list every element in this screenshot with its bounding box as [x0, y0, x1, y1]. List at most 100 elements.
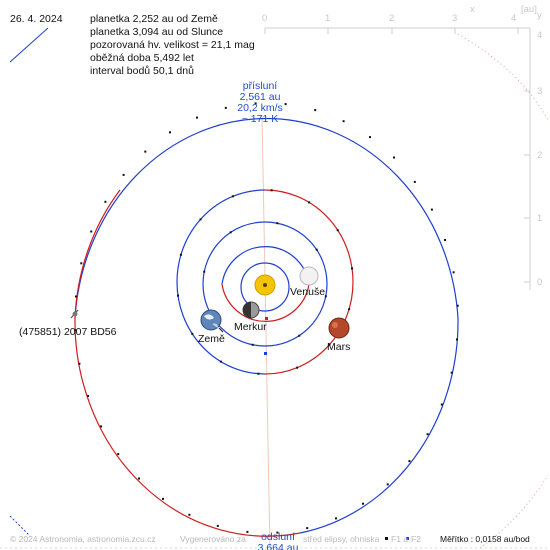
orbit-point — [188, 513, 191, 516]
aphelion-distance: 3,664 au — [257, 542, 299, 550]
earth-orbit — [202, 221, 328, 347]
orbit-point — [196, 116, 198, 119]
orbit-point — [219, 360, 222, 363]
orbit-point — [138, 477, 140, 480]
orbit-point — [335, 517, 337, 520]
info-distance-earth: planetka 2,252 au od Země — [90, 13, 218, 25]
orbit-point — [270, 189, 273, 192]
scale-unit-label: [au] — [521, 4, 537, 15]
orbit-point — [426, 433, 429, 436]
footer-ellipse-center: střed elipsy, ohniska — [303, 534, 380, 544]
orbit-point — [191, 332, 194, 335]
orbit-point — [117, 453, 120, 456]
earth-label: Země — [198, 333, 225, 345]
scale-y-tick-1: 1 — [537, 213, 543, 224]
orbit-point — [276, 531, 279, 534]
scale-y-label: y — [537, 10, 542, 21]
footer-scale: Měřítko : 0,0158 au/bod — [440, 534, 530, 544]
info-period: oběžná doba 5,492 let — [90, 52, 194, 64]
mars-label: Mars — [327, 341, 351, 353]
mercury-label: Merkur — [234, 321, 267, 333]
info-magnitude: pozorovaná hv. velikost = 21,1 mag — [90, 39, 255, 51]
scale-tick-3: 3 — [452, 13, 458, 24]
orbit-point — [144, 150, 147, 153]
footer-f2: F2 — [411, 534, 421, 544]
orbit-point — [75, 295, 77, 298]
orbit-point — [456, 304, 459, 307]
venus-orbit — [221, 246, 310, 322]
mercury-orbit — [240, 262, 290, 312]
orbit-point — [408, 460, 411, 463]
orbit-point — [452, 271, 455, 274]
orbit-point — [450, 371, 453, 374]
orbit-point — [430, 208, 433, 211]
legend-focus-square — [406, 537, 409, 540]
orbit-point — [362, 502, 364, 505]
orbit-point — [276, 222, 279, 225]
orbit-point — [177, 294, 179, 297]
orbit-point — [393, 156, 395, 159]
asteroid-position-icon — [70, 309, 79, 319]
scale-tick-1: 1 — [325, 13, 331, 24]
orbit-point — [386, 483, 389, 486]
venus-icon — [299, 266, 319, 286]
orbit-point — [328, 343, 331, 346]
orbit-point — [169, 131, 171, 134]
venus-label: Venuše — [290, 286, 326, 298]
scale-y-tick-4: 4 — [537, 30, 543, 41]
orbit-point — [216, 524, 219, 527]
corner-decoration-top-left — [9, 27, 49, 63]
legend-center-square — [385, 537, 388, 540]
orbit-point — [351, 267, 353, 270]
scale-x-label: x — [470, 4, 475, 15]
orbit-point — [348, 308, 351, 311]
mars-orbit — [176, 189, 354, 375]
orbit-point — [104, 200, 107, 203]
orbit-point — [251, 343, 254, 346]
aphelion-title: odsluní — [261, 531, 295, 543]
scale-tick-4: 4 — [511, 13, 517, 24]
footer-copyright: © 2024 Astronomia, astronomia.zcu.cz — [10, 534, 156, 544]
orbit-point — [315, 248, 318, 251]
orbit-point — [413, 180, 416, 183]
perihelion-title: přísluní — [242, 80, 278, 92]
orbit-point — [100, 425, 103, 428]
orbit-point — [284, 103, 287, 106]
orbit-point — [298, 334, 301, 337]
orbit-point — [231, 195, 234, 198]
scale-tick-2: 2 — [389, 13, 395, 24]
scale-y-tick-0: 0 — [537, 277, 543, 288]
orbit-point — [254, 102, 257, 105]
orbit-point — [229, 231, 232, 234]
orbit-point — [440, 403, 443, 406]
mars-icon — [328, 317, 350, 339]
asteroid-orbit — [74, 117, 459, 537]
earth-direction-marker — [218, 327, 224, 333]
info-interval: interval bodů 50,1 dnů — [90, 65, 194, 77]
orbit-point — [342, 120, 345, 123]
orbit-point — [87, 395, 89, 397]
footer-f1: F1 a — [391, 534, 409, 544]
orbit-point — [324, 295, 327, 298]
orbit-point — [296, 366, 299, 369]
ellipse-focus-marker — [264, 352, 267, 355]
orbit-point — [80, 262, 83, 265]
orbit-point — [203, 270, 206, 273]
orbit-point — [246, 530, 249, 533]
outer-orbit-arc-top — [457, 33, 549, 121]
perihelion-distance: 2,561 au — [239, 91, 281, 103]
orbit-node-marker — [265, 317, 268, 320]
orbit-point — [306, 527, 309, 530]
apsidal-line — [261, 114, 271, 550]
asteroid-label: (475851) 2007 BD56 — [19, 326, 117, 338]
footer-generated: Vygenerováno za — [180, 534, 246, 544]
sun-icon — [254, 274, 276, 296]
scale-tick-0: 0 — [262, 13, 268, 24]
scale-y-tick-2: 2 — [537, 150, 543, 161]
orbit-point — [456, 338, 458, 341]
orbit-point — [369, 136, 371, 139]
perihelion-speed: 20,2 km/s — [237, 102, 283, 114]
corner-decoration-bottom-left — [9, 515, 31, 537]
orbit-point — [122, 173, 125, 176]
